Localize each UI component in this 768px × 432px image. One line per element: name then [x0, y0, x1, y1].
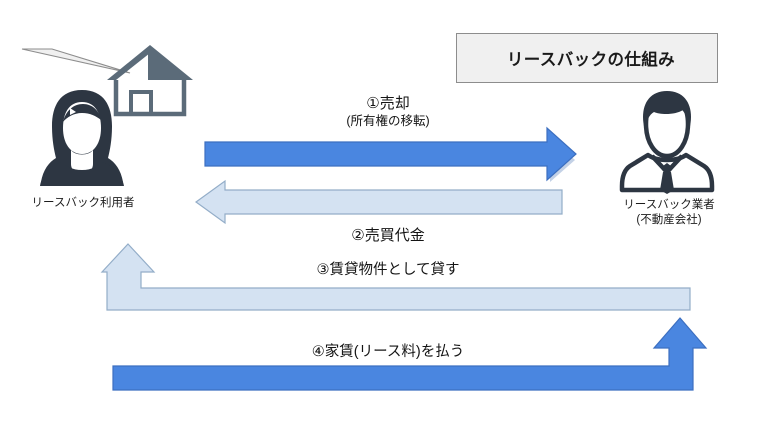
callout-box: [456, 33, 718, 83]
provider-label-line2: (不動産会社): [636, 214, 702, 226]
flow-4-arrow: [112, 317, 708, 391]
provider-label-line1: リースバック業者: [623, 199, 715, 211]
flow-1-label: ①売却 (所有権の移転): [268, 94, 508, 130]
customer-label-line1: リースバック利用者: [31, 197, 135, 209]
house-icon: [107, 45, 193, 117]
flow-1-label-sub: (所有権の移転): [346, 114, 430, 128]
customer-label: リースバック利用者: [8, 196, 158, 211]
flow-2-label: ②売買代金: [351, 227, 425, 244]
flow-3-label: ③賃貸物件として貸す: [316, 262, 460, 278]
provider-label: リースバック業者 (不動産会社): [594, 198, 744, 228]
businessman-avatar-icon: [619, 91, 715, 194]
flow-3-arrow: [100, 243, 691, 311]
woman-avatar-icon: [40, 90, 124, 186]
callout-title-text: リースバックの仕組み: [506, 51, 676, 69]
flow-1-arrow: [204, 126, 577, 182]
flow-1-label-main: ①売却: [366, 95, 410, 112]
callout-tail-icon: [21, 48, 131, 74]
title-callout: リースバックの仕組み: [456, 33, 718, 83]
flow-2-arrow: [194, 179, 563, 225]
flow-4-label: ④家賃(リース料)を払う: [311, 344, 465, 360]
